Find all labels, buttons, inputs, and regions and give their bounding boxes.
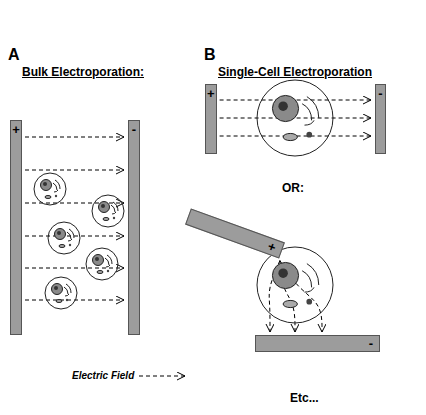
electrode: - xyxy=(255,335,380,352)
field-line xyxy=(25,170,124,171)
legend-entry: Electric Field xyxy=(72,370,189,381)
legend-dashed-arrow xyxy=(139,375,185,376)
panel-heading: OR: xyxy=(282,182,304,195)
panel-letter: B xyxy=(204,46,216,64)
legend-text: Electric Field xyxy=(72,370,134,381)
cell xyxy=(257,80,333,156)
electrode: + xyxy=(10,120,22,335)
legend-sample xyxy=(137,371,189,381)
cell xyxy=(48,222,80,254)
panel-letter: A xyxy=(8,46,20,64)
field-line xyxy=(25,300,124,301)
cell xyxy=(45,277,77,309)
panel-heading: Etc... xyxy=(290,392,319,405)
field-line xyxy=(25,203,124,204)
polarity-sign: + xyxy=(12,123,20,136)
polarity-sign: - xyxy=(132,123,136,136)
cell xyxy=(86,248,118,280)
field-line xyxy=(25,236,124,237)
electrode: - xyxy=(375,84,386,154)
polarity-sign: + xyxy=(207,87,215,100)
cell xyxy=(257,247,333,323)
field-line xyxy=(25,137,124,138)
polarity-sign: - xyxy=(369,337,373,350)
cell xyxy=(34,173,66,205)
panel-heading: Single-Cell Electroporation xyxy=(218,66,372,79)
polarity-sign: + xyxy=(266,240,278,255)
polarity-sign: - xyxy=(378,87,382,100)
electrode: + xyxy=(205,84,217,154)
field-line xyxy=(25,268,124,269)
panel-heading: Bulk Electroporation: xyxy=(22,66,144,79)
electrode: - xyxy=(128,120,140,335)
electrode: + xyxy=(185,208,285,258)
cell xyxy=(92,195,124,227)
